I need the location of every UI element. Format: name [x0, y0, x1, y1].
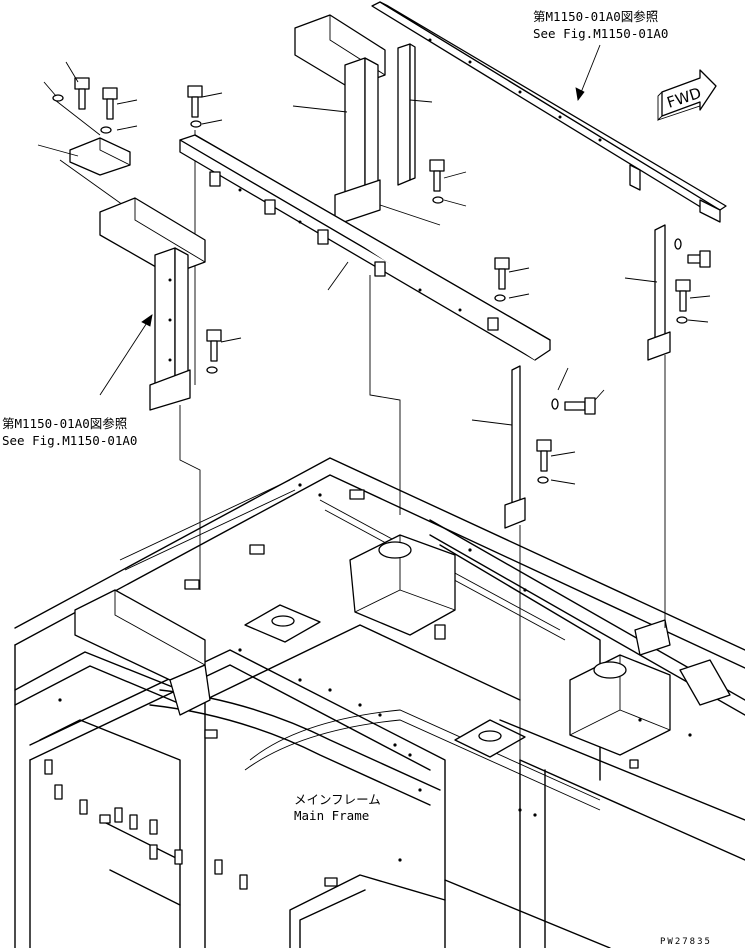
main-frame: [14, 457, 745, 948]
ref-top-jp: 第M1150-01A0図参照: [533, 9, 658, 24]
assembly-lines: [54, 99, 666, 810]
arrowhead: [141, 314, 153, 327]
bolt: [687, 250, 711, 268]
bolt: [494, 257, 510, 290]
top-center-stand: [294, 14, 416, 226]
bolt: [74, 77, 90, 110]
fasteners: [52, 77, 711, 484]
bolt: [187, 85, 203, 118]
bolt: [429, 159, 445, 192]
leader-lines: [37, 44, 711, 485]
bolt: [564, 397, 596, 415]
fwd-direction-badge: FWD: [657, 69, 717, 122]
arrowhead: [575, 87, 585, 101]
bolt: [536, 439, 552, 472]
bolt: [102, 87, 118, 120]
left-stand: [99, 197, 206, 411]
ref-left-en: See Fig.M1150-01A0: [2, 433, 137, 448]
ref-left-jp: 第M1150-01A0図参照: [2, 416, 127, 431]
bolt: [206, 329, 222, 362]
center-cross-beam: [179, 134, 551, 361]
top-right-rail: [371, 1, 727, 223]
ref-top-en: See Fig.M1150-01A0: [533, 26, 668, 41]
bolt: [675, 279, 691, 312]
main-frame-jp: メインフレーム: [294, 792, 381, 807]
right-stays: [504, 224, 671, 529]
frame-clips: [44, 489, 639, 890]
drawing-number: PW27835: [660, 937, 712, 947]
small-bracket: [69, 137, 131, 176]
main-frame-en: Main Frame: [294, 808, 369, 823]
